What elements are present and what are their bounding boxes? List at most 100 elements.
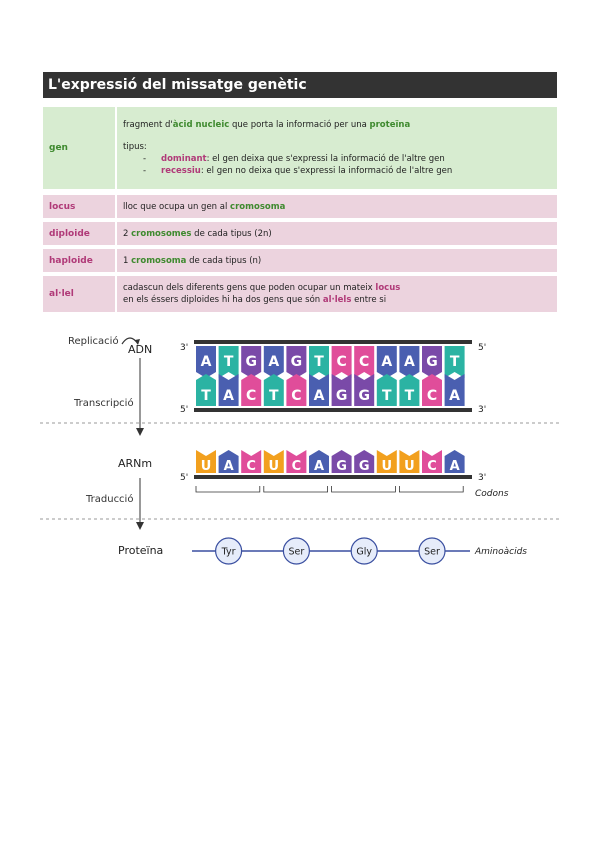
mrna-label: ARNm: [118, 457, 152, 470]
glossary-row-gen: gen fragment d'àcid nucleic que porta la…: [43, 107, 557, 189]
replication-arrowhead-icon: [135, 339, 140, 345]
dna-bottom-backbone: [194, 408, 472, 412]
mrna-base-letter: G: [336, 459, 347, 474]
dna-bottom-base-letter: C: [427, 388, 437, 404]
mrna-base: [354, 450, 375, 473]
text: : el gen no deixa que s'expressi la info…: [200, 166, 453, 176]
text: 2: [123, 228, 132, 239]
dna-top-base-letter: T: [450, 354, 460, 370]
text: entre si: [351, 295, 387, 305]
mrna-base: [218, 450, 239, 473]
dna-bottom-base-letter: G: [358, 388, 370, 404]
mrna-base-letter: U: [201, 459, 212, 474]
text: en els éssers diploides hi ha dos gens q…: [123, 295, 323, 305]
mrna-base-letter: G: [359, 459, 370, 474]
gen-type-recessive: -recessiu: el gen no deixa que s'express…: [123, 165, 557, 177]
keyword-dominant: dominant: [161, 154, 207, 164]
glossary-row-locus: locus lloc que ocupa un gen al cromosoma: [43, 195, 557, 218]
dna-top-right-end: 5': [478, 343, 486, 353]
text: 1: [123, 255, 132, 266]
gen-type-dominant: -dominant: el gen deixa que s'expressi l…: [123, 153, 557, 165]
mrna-base-letter: U: [269, 459, 280, 474]
dna-bottom-base-letter: A: [314, 388, 325, 404]
mrna-base: [286, 450, 307, 473]
dna-label: ADN: [128, 343, 152, 356]
definition-allel: cadascun dels diferents gens que poden o…: [115, 276, 557, 312]
dna-top-base: [286, 346, 307, 378]
dna-bottom-base: [241, 374, 262, 406]
dna-top-base: [196, 346, 216, 378]
glossary-row-haploide: haploide 1 cromosoma de cada tipus (n): [43, 249, 557, 272]
definition-locus: lloc que ocupa un gen al cromosoma: [115, 195, 557, 218]
translation-label: Traducció: [85, 493, 133, 505]
page-title: L'expressió del missatge genètic: [43, 72, 557, 98]
keyword-acid-nucleic: àcid nucleic: [172, 120, 230, 130]
term-allel: al·lel: [49, 289, 74, 299]
dna-top-base: [331, 346, 352, 378]
term-haploide: haploide: [49, 255, 93, 266]
term-diploide: diploide: [49, 228, 90, 239]
dna-top-base-letter: T: [224, 354, 234, 370]
dna-top-backbone: [194, 340, 472, 344]
text: cadascun dels diferents gens que poden o…: [123, 283, 376, 293]
mrna-base-letter: A: [224, 459, 234, 474]
dash: -: [143, 154, 147, 164]
dna-bottom-base-letter: A: [449, 388, 460, 404]
dna-bottom-base: [196, 374, 216, 406]
dna-top-left-end: 3': [180, 343, 188, 353]
codon-brackets: [195, 486, 464, 493]
dna-top-base-letter: C: [359, 354, 369, 370]
dna-top-base-letter: G: [291, 354, 303, 370]
dna-bottom-base: [354, 374, 375, 406]
aminoacid-circle: [215, 537, 243, 565]
flow-arrowhead-icon: [136, 522, 144, 530]
dna-bottom-left-end: 5': [180, 405, 188, 415]
dna-top-base: [354, 346, 375, 378]
mrna-left-end: 5': [180, 473, 188, 483]
text: de cada tipus (2n): [191, 228, 272, 239]
dna-top-base-letter: A: [268, 354, 279, 370]
dna-top-base: [263, 346, 284, 378]
aminoacids-label: Aminoàcids: [474, 547, 527, 557]
codon-bracket: [195, 486, 261, 493]
flow-arrowhead-icon: [136, 428, 144, 436]
codon-bracket: [399, 486, 464, 493]
replication-label: Replicació: [68, 335, 119, 347]
dna-bottom-base: [444, 374, 465, 406]
text: de cada tipus (n): [186, 255, 262, 266]
dna-bottom-base: [376, 374, 397, 406]
term-gen: gen: [49, 143, 68, 153]
dna-top-base: [218, 346, 239, 378]
dna-top-base-letter: A: [404, 354, 415, 370]
keyword-cromosoma: cromosoma: [131, 255, 187, 266]
dna-top-base-letter: A: [201, 354, 212, 370]
dna-bottom-base-letter: T: [201, 388, 211, 404]
mrna-base: [241, 450, 262, 473]
glossary-row-allel: al·lel cadascun dels diferents gens que …: [43, 276, 557, 312]
mrna-base-letter: C: [292, 459, 302, 474]
keyword-allels: al·lels: [322, 295, 352, 305]
mrna-base: [263, 450, 284, 473]
mrna-right-end: 3': [478, 473, 486, 483]
keyword-cromosoma: cromosoma: [230, 201, 286, 212]
aminoacid-label: Gly: [356, 547, 372, 558]
dna-bottom-base: [309, 374, 329, 406]
mrna-backbone: [194, 475, 472, 479]
mrna-base-letter: A: [450, 459, 460, 474]
mrna-base-letter: C: [246, 459, 256, 474]
mrna-base: [422, 450, 442, 473]
dna-bottom-base-letter: C: [246, 388, 256, 404]
gene-expression-diagram: Replicació ADN Transcripció ARNm Traducc…: [40, 335, 560, 565]
aminoacid-label: Ser: [424, 547, 440, 558]
keyword-locus: locus: [375, 283, 401, 293]
glossary-row-diploide: diploide 2 cromosomes de cada tipus (2n): [43, 222, 557, 245]
mrna-base: [376, 450, 397, 473]
dna-top-base-letter: C: [336, 354, 346, 370]
definition-gen: fragment d'àcid nucleic que porta la inf…: [115, 107, 557, 189]
gen-def-line: fragment d'àcid nucleic que porta la inf…: [123, 119, 557, 131]
transcription-label: Transcripció: [73, 397, 134, 409]
dna-bottom-base-letter: T: [405, 388, 415, 404]
dna-top-base: [309, 346, 329, 378]
mrna-base-letter: C: [427, 459, 437, 474]
